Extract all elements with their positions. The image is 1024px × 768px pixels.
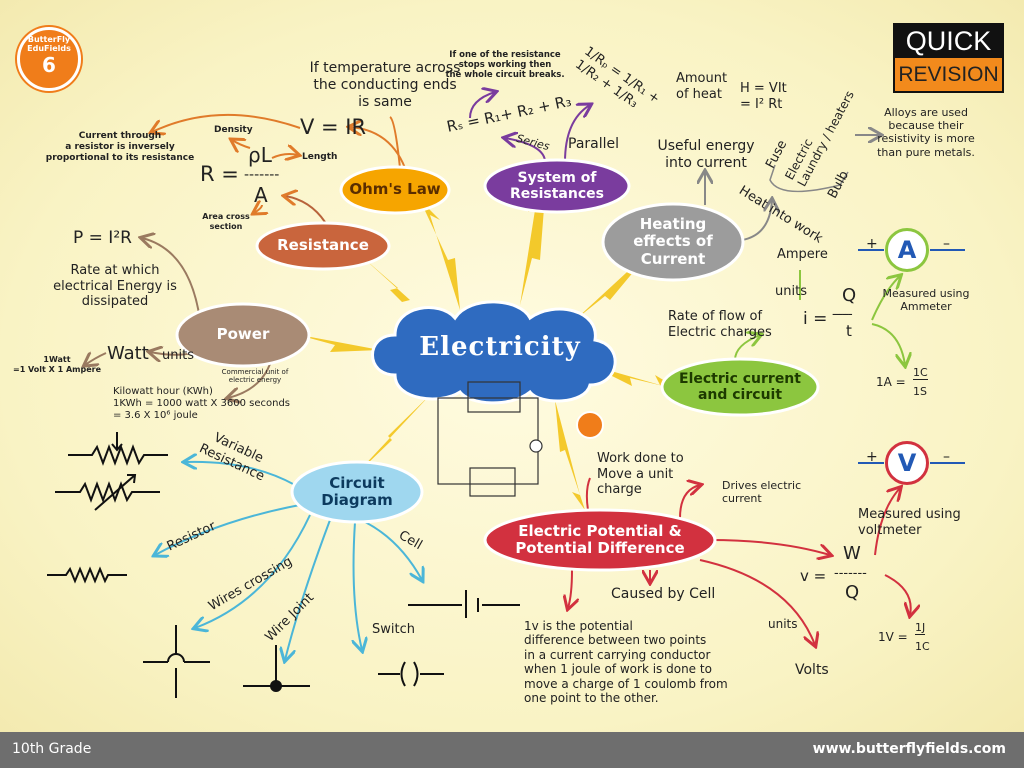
caused-by-cell: Caused by Cell [611,586,716,602]
footer-bar: 10th Grade www.butterflyfields.com [0,732,1024,768]
hand-pointer-icon [576,411,604,439]
current-lhs: i = [803,309,828,329]
node-system-of-resistances[interactable]: System of Resistances [510,169,604,202]
voltage-numerator: W [843,543,861,564]
label-density: Density [214,125,253,135]
resistance-numerator: ρL [248,143,272,167]
heat-formula: H = VIt = I² Rt [740,81,787,112]
ohm-note: Current through a resistor is inversely … [45,131,195,163]
label-switch: Switch [372,622,415,637]
voltmeter-plus: + [866,449,878,465]
label-area: Area cross section [202,212,250,231]
ammeter-icon: A [885,228,929,272]
circuit-shape [290,460,424,524]
electricity-cloud [371,300,617,405]
series-note: If one of the resistance stops working t… [445,50,565,81]
node-power[interactable]: Power [216,325,270,344]
footer-url[interactable]: www.butterflyfields.com [812,741,1006,757]
node-electric-potential[interactable]: Electric Potential & Potential Differenc… [515,521,685,557]
potential-units: units [768,617,798,631]
volt-numerator: 1J [915,621,926,636]
node-resistance[interactable]: Resistance [277,236,369,255]
measured-voltmeter: Measured using voltmeter [858,507,961,538]
ampere-numerator: 1C [913,366,928,381]
potential-shape [483,508,717,572]
watt-definition: 1Watt =1 Volt X 1 Ampere [12,355,101,374]
ampere-definition: 1A = [876,375,906,389]
power-definition: Rate at which electrical Energy is dissi… [53,263,177,310]
badge-quick: QUICK [895,25,1002,58]
volt-definition: 1V = [878,630,908,644]
resistance-fraction-bar: ------- [244,167,280,183]
current-ampere: Ampere [777,247,828,262]
alloys-note: Alloys are used because their resistivit… [877,106,975,159]
node-electric-current[interactable]: Electric current and circuit [679,370,801,403]
label-parallel: Parallel [568,136,620,152]
amount-of-heat: Amount of heat [676,71,728,102]
system-shape [483,158,631,214]
current-denominator: t [846,322,852,340]
volt-denominator: 1C [915,640,930,653]
kwh-definition: Kilowatt hour (KWh) 1KWh = 1000 watt X 3… [113,386,291,421]
circuit-illustration [437,381,543,497]
work-done: Work done to Move a unit charge [597,451,684,498]
ohms-law-shape [339,165,451,215]
footer-grade: 10th Grade [12,741,92,757]
connector-layer [47,0,965,698]
potential-volts: Volts [795,662,829,678]
power-formula: P = I²R [73,228,132,248]
node-circuit-diagram[interactable]: Circuit Diagram [321,473,393,509]
current-units: units [775,284,807,299]
power-units: units [162,348,194,363]
voltmeter-minus: – [943,449,950,465]
measured-ammeter: Measured using Ammeter [882,287,970,314]
badge-revision: REVISION [895,58,1002,91]
rate-of-flow: Rate of flow of Electric charges [668,309,772,340]
volt-explanation: 1v is the potential difference between t… [524,619,728,705]
circuit-symbols [47,432,520,698]
power-shape [175,302,311,368]
node-ohms-law[interactable]: Ohm's Law [349,180,441,199]
heating-shape [601,202,745,282]
power-watt: Watt [107,343,149,364]
center-electricity[interactable]: Electricity [419,332,581,363]
resistance-lhs: R = [200,162,239,186]
label-length: Length [302,152,338,162]
resistance-shape [255,221,391,271]
logo-number: 6 [42,53,56,77]
logo-text: ButterFly EduFields [27,35,71,53]
butterfly-edufields-logo: ButterFly EduFields 6 [17,27,81,91]
current-fraction-bar: ------ [832,307,853,322]
voltage-fraction-bar: ------- [834,566,867,581]
voltage-denominator: Q [845,582,860,603]
current-numerator: Q [842,285,857,306]
ampere-denominator: 1S [913,385,927,398]
voltmeter-icon: V [885,441,929,485]
node-heating-effects[interactable]: Heating effects of Current [633,215,713,268]
useful-energy: Useful energy into current [657,138,755,171]
voltage-lhs: v = [800,567,827,585]
ohm-condition: If temperature across the conducting end… [309,60,461,110]
ohm-formula: V = IR [300,115,367,139]
commercial-unit-note: Commercial unit of electric energy [221,368,289,385]
current-shape [660,357,820,417]
ammeter-minus: – [943,236,950,252]
ammeter-plus: + [866,236,878,252]
drives-current: Drives electric current [722,479,802,506]
resistance-denominator: A [254,183,268,207]
quick-revision-badge: QUICK REVISION [893,23,1004,93]
